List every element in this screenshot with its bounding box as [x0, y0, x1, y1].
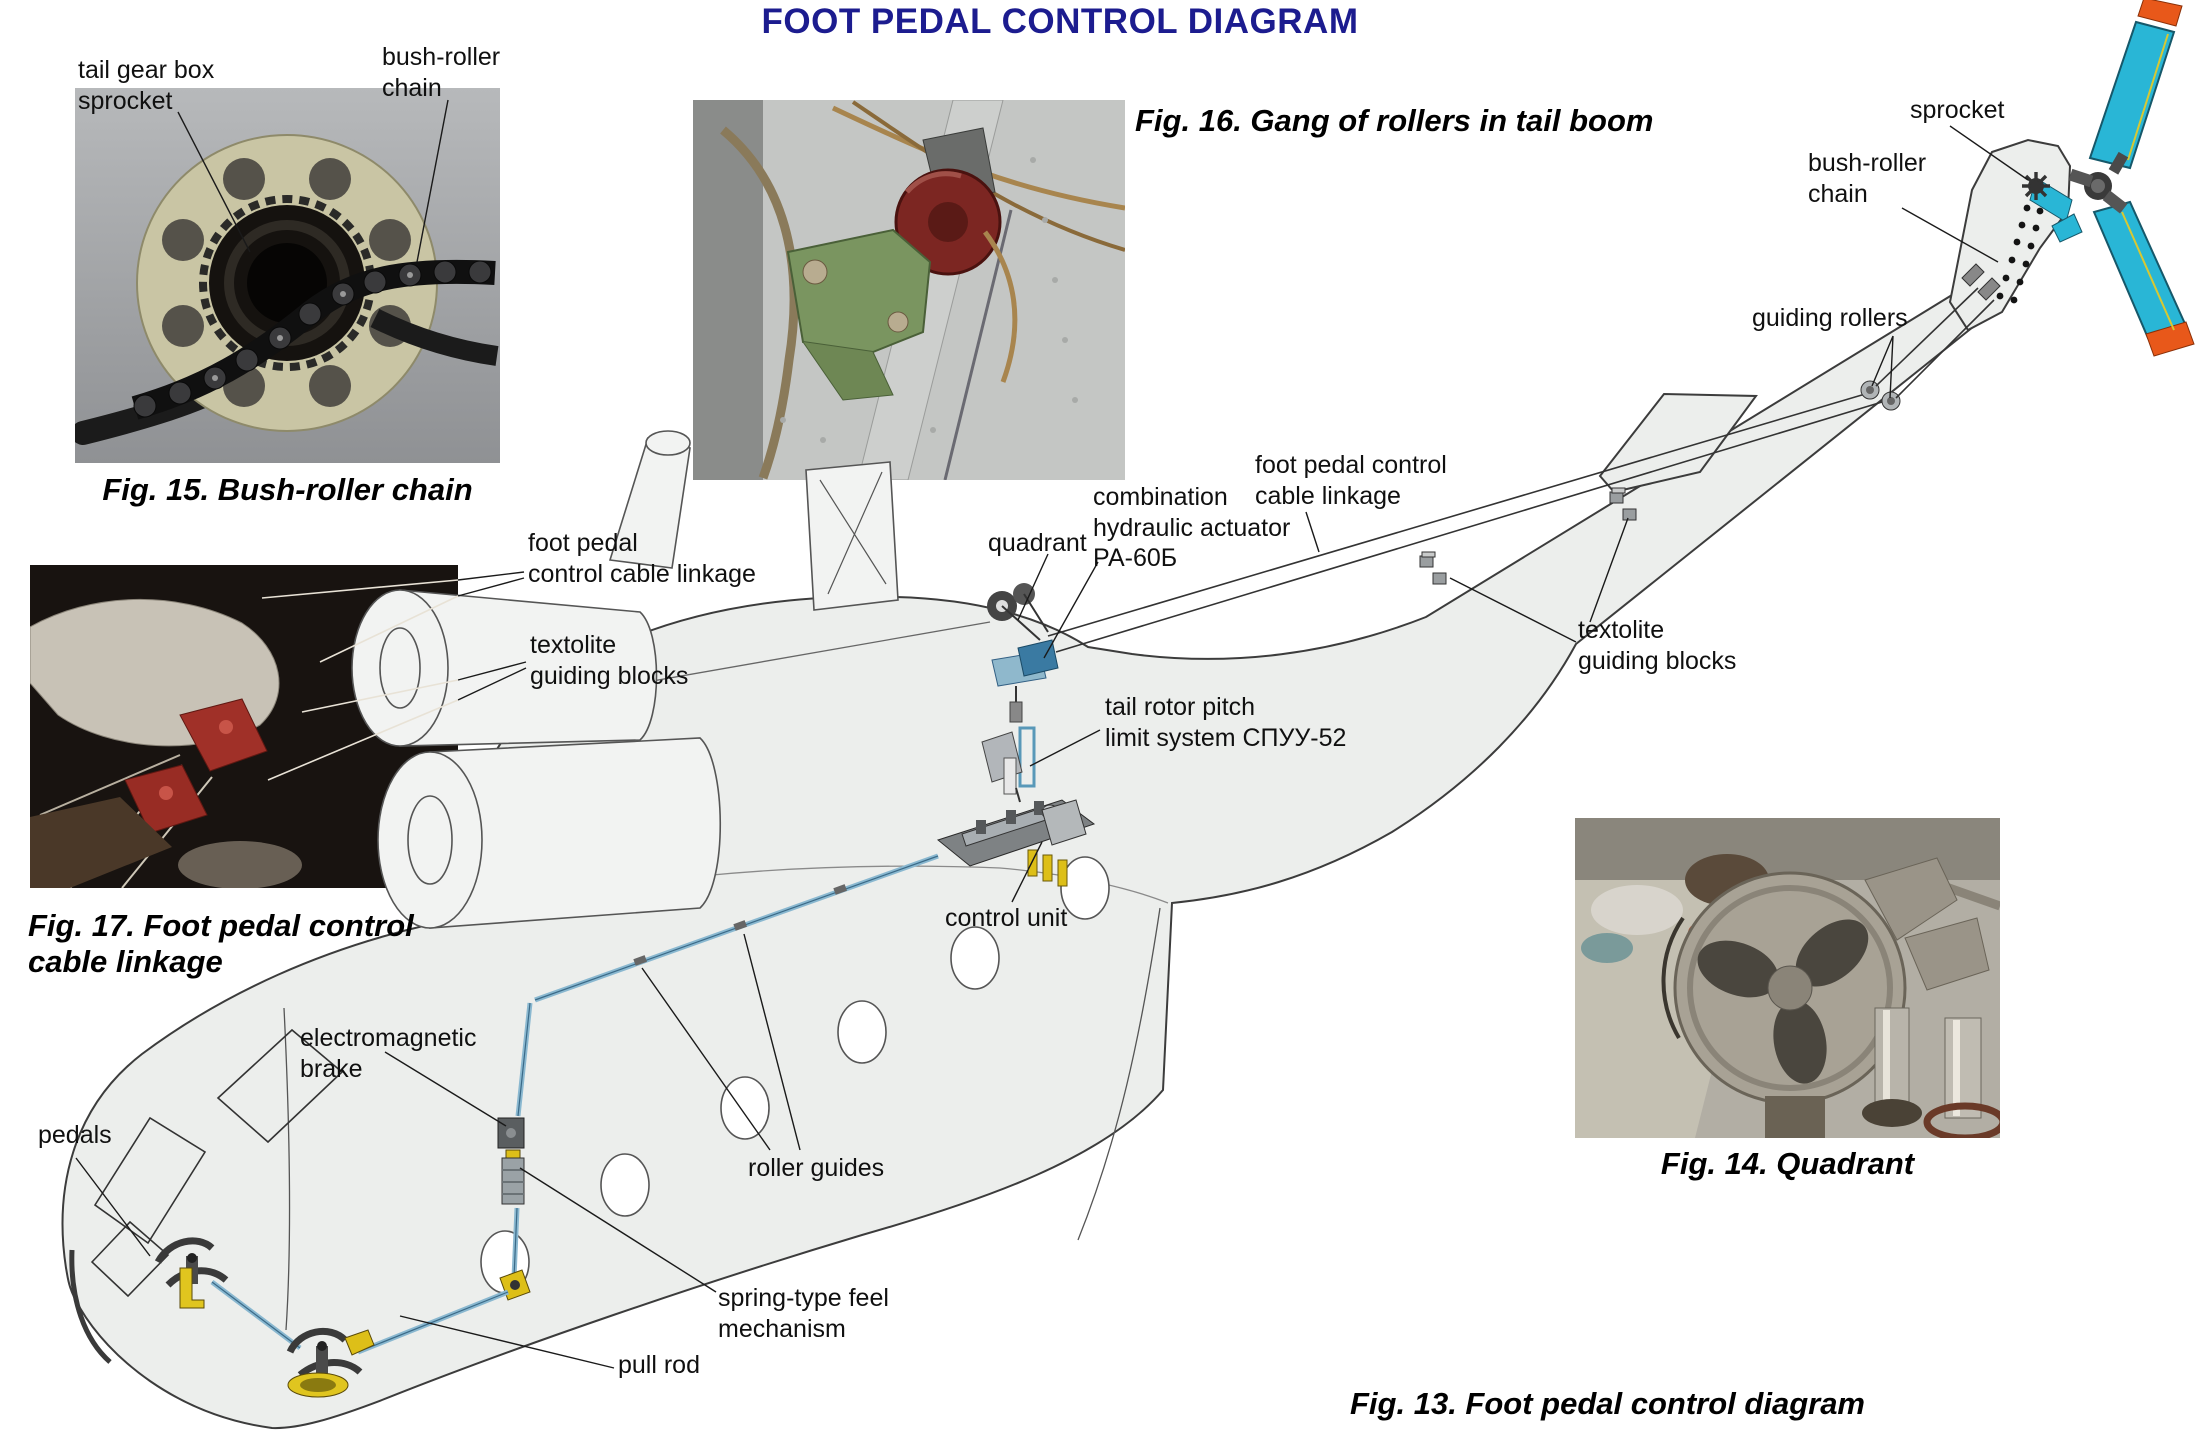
quadrant-photo-art: [1575, 818, 2007, 1142]
label-quadrant: quadrant: [988, 529, 1087, 557]
pedals-art: [154, 1237, 375, 1398]
label-tail-gear-box-sprocket: tail gear box sprocket: [78, 56, 215, 115]
label-pitch-limit-system: tail rotor pitch limit system СПУУ-52: [1105, 693, 1347, 752]
fig17-caption: Fig. 17. Foot pedal control cable linkag…: [28, 908, 414, 979]
fig16-photo: [693, 99, 1126, 481]
tail-boom-rollers-photo-art: [693, 99, 1126, 481]
spuu-assembly: [981, 686, 1036, 803]
control-unit-assembly: [936, 799, 1096, 887]
label-electromagnetic-brake: electromagnetic brake: [300, 1024, 477, 1083]
fig15-caption: Fig. 15. Bush-roller chain: [102, 472, 473, 507]
label-guiding-rollers: guiding rollers: [1752, 304, 1908, 332]
label-fig17-textolite-blocks: textolite guiding blocks: [530, 631, 689, 690]
label-fig15-bush-roller-chain: bush-roller chain: [382, 43, 501, 102]
label-fig17-cable-linkage: foot pedal control cable linkage: [528, 529, 756, 588]
fig16-caption: Fig. 16. Gang of rollers in tail boom: [1135, 103, 1654, 138]
cable-linkage-photo-art: [29, 565, 458, 889]
chain-dots: [1996, 204, 2044, 304]
fig17-photo: [29, 565, 458, 889]
fig14-caption: Fig. 14. Quadrant: [1660, 1146, 1915, 1181]
label-pedals: pedals: [38, 1121, 112, 1149]
label-spring-feel-mechanism: spring-type feel mechanism: [718, 1284, 889, 1343]
textolite-blocks-art: [1419, 487, 1637, 585]
cable-run: [1047, 172, 2050, 653]
bush-roller-chain-photo-art: [71, 88, 500, 463]
label-control-unit: control unit: [945, 904, 1068, 932]
page-title: FOOT PEDAL CONTROL DIAGRAM: [761, 2, 1359, 41]
quadrant-assembly: [987, 583, 1059, 687]
label-bush-roller-chain: bush-roller chain: [1808, 149, 1927, 208]
fig13-caption: Fig. 13. Foot pedal control diagram: [1350, 1386, 1865, 1421]
fig14-photo: [1575, 818, 2007, 1142]
label-hydraulic-actuator: combination hydraulic actuator РА-60Б: [1093, 483, 1291, 572]
fig15-photo: [71, 88, 500, 463]
label-roller-guides: roller guides: [748, 1154, 885, 1182]
stabilizer: [1598, 392, 1758, 494]
label-textolite-blocks: textolite guiding blocks: [1578, 616, 1737, 675]
tail-rotor: [1948, 0, 2195, 357]
label-pull-rod: pull rod: [618, 1351, 700, 1379]
label-sprocket: sprocket: [1910, 96, 2005, 124]
